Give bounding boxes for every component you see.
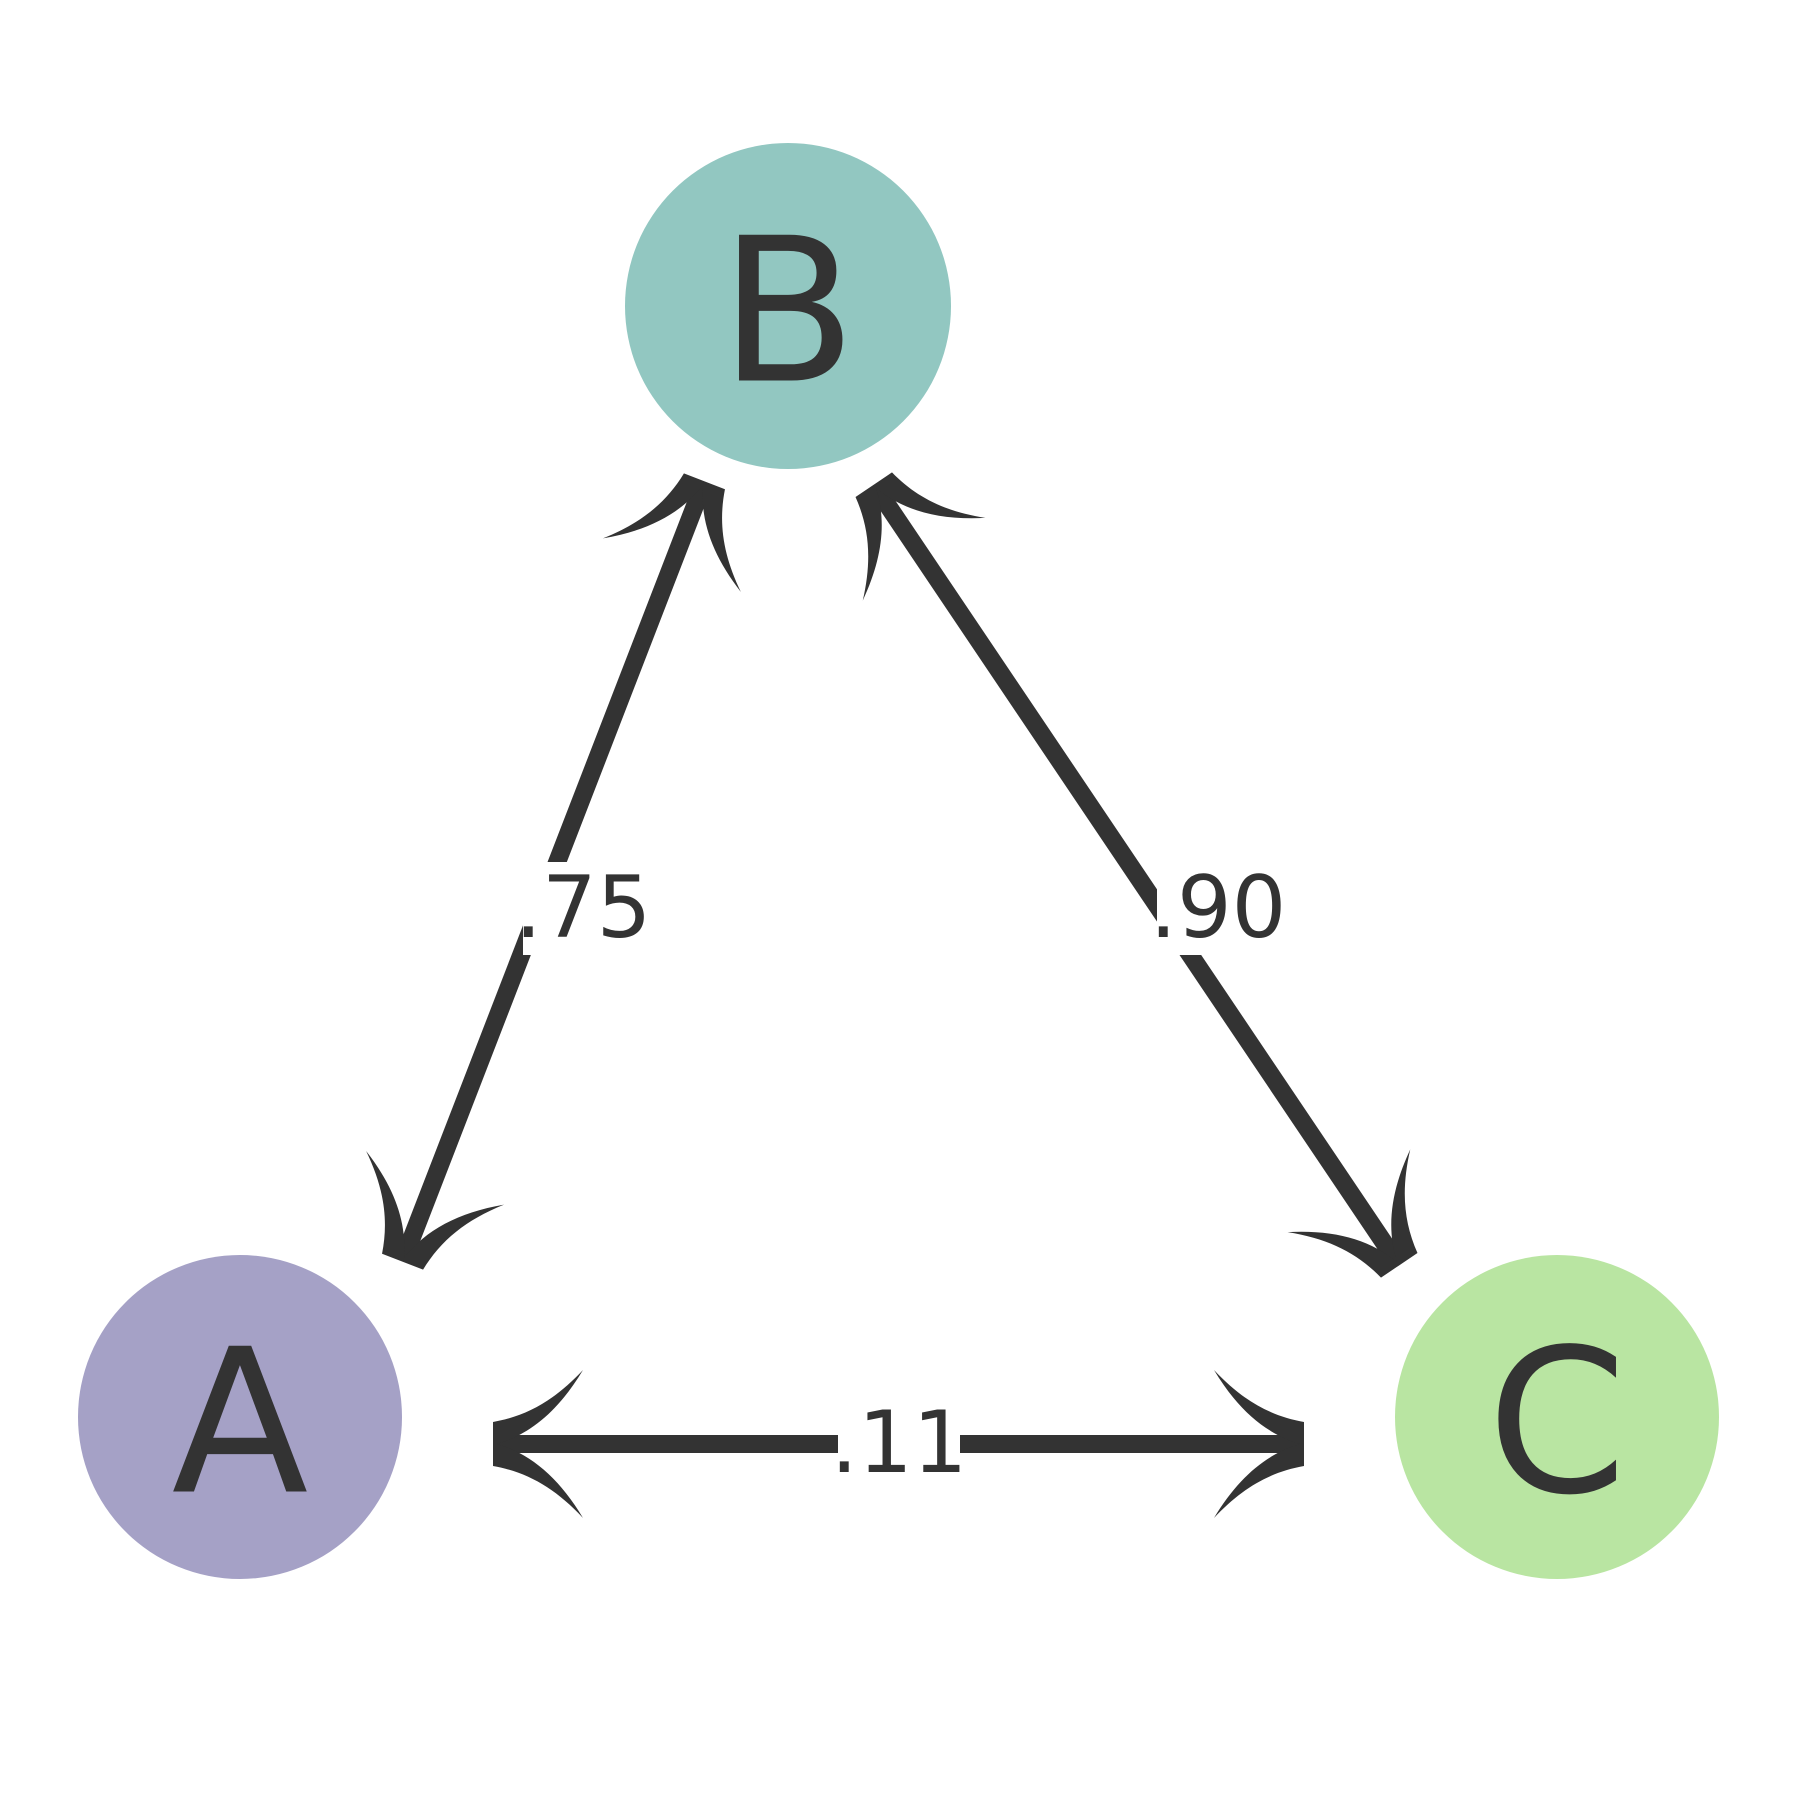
node-a[interactable]: A: [78, 1255, 402, 1579]
node-a-label: A: [172, 1307, 309, 1540]
edge-a-c-label: .11: [831, 1393, 968, 1493]
node-c[interactable]: C: [1395, 1255, 1719, 1579]
node-a-circle: [78, 1255, 402, 1579]
edge-a-c-label-bg: [838, 1398, 960, 1491]
edge-b-c[interactable]: .90: [812, 443, 1461, 1307]
edge-a-b-label: .75: [515, 858, 652, 958]
node-c-label: C: [1487, 1307, 1627, 1540]
node-b-circle: [625, 143, 951, 469]
node-b[interactable]: B: [625, 143, 951, 469]
edge-b-c-line: [868, 482, 1405, 1268]
edge-b-c-label-bg: [1157, 862, 1281, 955]
edge-a-b-label-bg: [523, 862, 645, 955]
node-c-circle: [1395, 1255, 1719, 1579]
edge-a-b[interactable]: .75: [333, 454, 774, 1289]
edge-a-c[interactable]: .11: [493, 1370, 1304, 1518]
edge-b-c-label: .90: [1150, 858, 1287, 958]
node-b-label: B: [719, 196, 856, 429]
